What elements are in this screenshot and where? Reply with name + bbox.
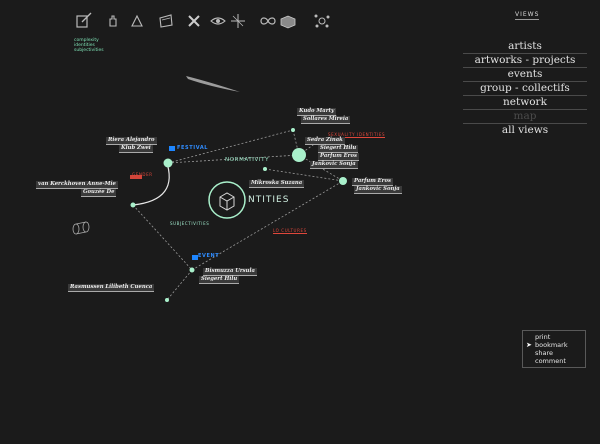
festival-arc: [132, 159, 170, 206]
node-identities: [208, 181, 246, 219]
share-action[interactable]: share: [523, 349, 585, 357]
menu-item-all-views[interactable]: all views: [501, 124, 549, 136]
festival-flag: [169, 146, 175, 151]
star-burst-icon[interactable]: [228, 11, 248, 31]
toolbar-caption: complexity identities subjectivities: [74, 38, 134, 53]
red-tag-low[interactable]: LO CULTURES: [273, 228, 307, 234]
name-label[interactable]: Mikroska Suzana: [249, 180, 305, 188]
action-label: print: [535, 333, 551, 341]
name-label[interactable]: Rasmussen Lilibeth Cuenca: [68, 284, 155, 292]
print-action[interactable]: print: [523, 333, 585, 341]
event-tag[interactable]: EVENT: [198, 253, 220, 259]
node-parfum: [339, 177, 347, 185]
red-marker: [130, 175, 142, 179]
eye-icon[interactable]: [208, 11, 228, 31]
menu-item-artworks-projects[interactable]: artworks - projects: [463, 54, 587, 68]
festival-tag[interactable]: FESTIVAL: [177, 145, 209, 151]
name-label[interactable]: Siegert Hilu: [199, 276, 240, 284]
menu-item-map: map: [463, 110, 587, 124]
node-rasmussen: [165, 298, 169, 302]
views-menu: artists artworks - projects events group…: [463, 40, 587, 137]
comment-action[interactable]: comment: [523, 357, 585, 365]
edge: [132, 204, 193, 271]
bookmark-action[interactable]: ➤bookmark: [523, 341, 585, 349]
cube-icon: [219, 192, 235, 211]
action-label: share: [535, 349, 554, 357]
subjectivities-tag[interactable]: SUBJECTIVITIES: [170, 221, 210, 226]
normativity-tag[interactable]: NORMATIVITY: [225, 157, 270, 163]
name-label[interactable]: Siegert Hilu: [318, 145, 359, 153]
name-label[interactable]: Parfum Eros: [352, 178, 393, 186]
cross-icon[interactable]: [184, 11, 204, 31]
caption-line: identities: [74, 43, 95, 48]
network-icon[interactable]: [312, 11, 332, 31]
arrow-right-icon: ➤: [526, 341, 532, 349]
book-icon[interactable]: [278, 11, 298, 31]
name-label[interactable]: van Kerckhoven Anne-Mie: [36, 181, 118, 189]
node-festival: [163, 158, 173, 168]
edge: [264, 168, 344, 182]
action-panel: print ➤bookmark share comment: [522, 330, 586, 368]
name-label[interactable]: Gouzée De: [81, 189, 117, 197]
triangle-icon[interactable]: [127, 11, 147, 31]
edge: [191, 180, 344, 271]
menu-item-artists[interactable]: artists: [463, 40, 587, 54]
name-label[interactable]: Kudo Marty: [297, 108, 337, 116]
action-label: bookmark: [535, 341, 568, 349]
name-label[interactable]: Sollares Mireia: [301, 116, 351, 124]
comet-streak: [186, 76, 240, 92]
edit-icon[interactable]: [74, 11, 94, 31]
edge: [167, 154, 300, 164]
identities-label: NTITIES: [248, 195, 290, 205]
name-label[interactable]: Jankovic Sonja: [354, 186, 402, 194]
views-title: VIEWS: [515, 11, 540, 18]
menu-item-group-collectifs[interactable]: group - collectifs: [463, 82, 587, 96]
node-event: [189, 267, 195, 273]
edge: [167, 129, 294, 164]
node-normativity: [292, 148, 306, 162]
node-kudo: [291, 128, 295, 132]
name-label[interactable]: Jankovic Sonja: [310, 161, 358, 169]
red-tag-top[interactable]: SEXUALITY IDENTITIES: [328, 132, 386, 138]
node-kerckhoven: [130, 202, 136, 208]
cylinder-icon: [72, 221, 90, 235]
name-label[interactable]: Parfum Eros: [318, 153, 359, 161]
menu-item-network[interactable]: network: [463, 96, 587, 110]
toolbar: complexity identities subjectivities: [70, 8, 340, 53]
name-label[interactable]: Riera Alejandro: [106, 137, 157, 145]
event-flag: [192, 255, 198, 260]
name-label[interactable]: Sedra Zinak: [305, 137, 345, 145]
action-label: comment: [535, 357, 566, 365]
red-tag-mid[interactable]: GENDER: [132, 172, 153, 177]
hand-icon[interactable]: [103, 11, 123, 31]
name-label[interactable]: Bismuzza Ursula: [203, 268, 257, 276]
caption-line: complexity: [74, 38, 99, 43]
caption-line: subjectivities: [74, 48, 104, 53]
infinity-icon[interactable]: [258, 11, 278, 31]
name-label[interactable]: Klub Zwei: [119, 145, 153, 153]
node-mikroska: [263, 167, 267, 171]
frame-icon[interactable]: [156, 11, 176, 31]
menu-item-events[interactable]: events: [463, 68, 587, 82]
edge: [166, 269, 193, 301]
